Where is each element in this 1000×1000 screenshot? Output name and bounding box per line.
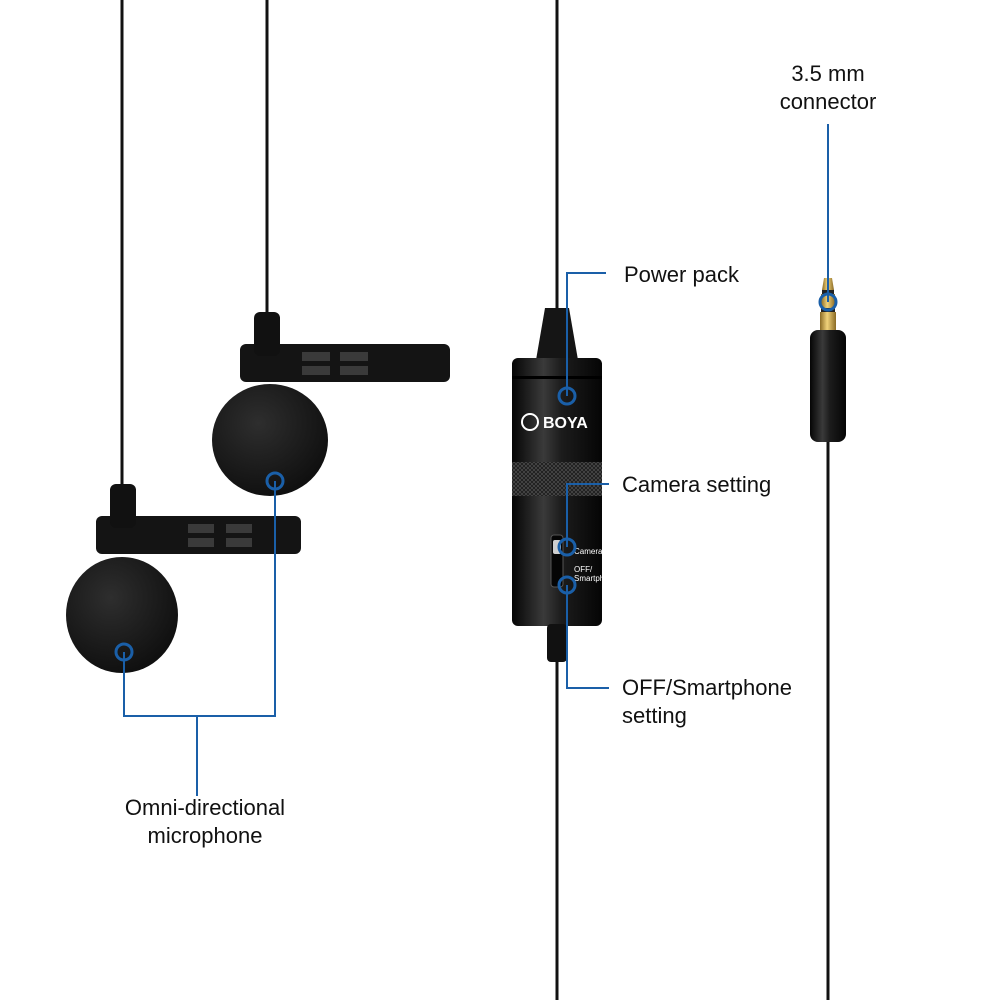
switch-label-camera: Camera xyxy=(574,547,603,556)
boya-logo-icon xyxy=(521,413,539,431)
label-power-pack: Power pack xyxy=(624,262,739,287)
knurled-ring xyxy=(512,462,602,496)
callout-lines xyxy=(123,124,829,796)
brand-text: BOYA xyxy=(543,415,588,432)
label-off-smartphone-line1: OFF/Smartphone xyxy=(622,675,792,700)
label-connector-line2: connector xyxy=(779,89,877,114)
front-mic-foam xyxy=(66,557,178,673)
label-off-smartphone: OFF/Smartphone setting xyxy=(622,674,792,730)
audio-connector xyxy=(810,278,846,442)
callout-line-camera-setting xyxy=(566,483,609,547)
switch-label-smartphone: Smartphone xyxy=(574,574,618,583)
back-mic-clip xyxy=(240,344,450,382)
back-microphone xyxy=(212,312,450,496)
marker-power-pack xyxy=(557,386,577,406)
callout-line-off-smartphone xyxy=(566,585,609,689)
front-microphone xyxy=(66,484,301,673)
marker-front-mic xyxy=(114,642,134,662)
callout-line-microphone xyxy=(123,481,276,796)
connector-housing xyxy=(810,330,846,442)
label-camera-setting: Camera setting xyxy=(622,472,772,497)
marker-off-smartphone xyxy=(557,575,577,595)
label-microphone-line1: Omni-directional xyxy=(124,795,286,820)
marker-connector xyxy=(818,292,838,312)
label-microphone: Omni-directional microphone xyxy=(100,794,310,850)
marker-camera-setting xyxy=(557,537,577,557)
cables xyxy=(120,0,830,1000)
label-off-smartphone-line2: setting xyxy=(622,703,687,728)
switch-label-off: OFF/ xyxy=(574,565,593,574)
callout-line-power-pack xyxy=(566,272,606,396)
label-connector: 3.5 mm connector xyxy=(760,60,896,116)
label-microphone-line2: microphone xyxy=(147,823,263,848)
power-pack: BOYA Camera OFF/ Smartphone xyxy=(512,308,618,662)
back-mic-foam xyxy=(212,384,328,496)
marker-back-mic xyxy=(265,471,285,491)
label-connector-line1: 3.5 mm xyxy=(791,61,865,86)
callout-markers xyxy=(114,292,838,662)
